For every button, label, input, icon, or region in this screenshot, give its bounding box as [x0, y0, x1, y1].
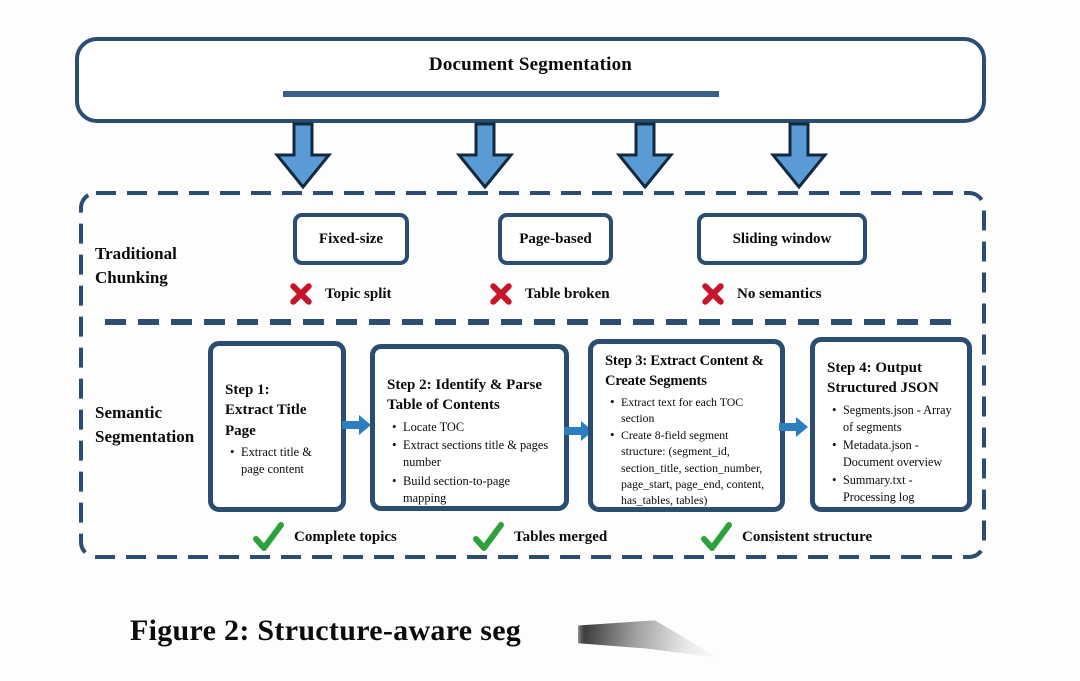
benefit-consistent-structure: Consistent structure: [700, 520, 872, 554]
red-x-icon: [290, 283, 312, 305]
bullet-item: Metadata.json - Document overview: [832, 436, 957, 471]
issue-topic-split: Topic split: [289, 280, 392, 308]
right-arrow-icon: [342, 415, 371, 435]
benefit-label: Tables merged: [514, 528, 608, 545]
method-box-page-based: Page-based: [498, 213, 613, 265]
method-box-fixed-size: Fixed-size: [293, 213, 409, 265]
semantic-segmentation-label: Semantic Segmentation: [95, 403, 195, 446]
bullet-item: Create 8-field segment structure: (segme…: [610, 426, 770, 507]
issue-label: No semantics: [737, 285, 822, 302]
step-box-2-identify-parse-toc: Step 2: Identify & Parse Table of Conten…: [370, 344, 569, 511]
down-arrow-icon: [456, 122, 514, 190]
right-arrow-icon: [779, 417, 808, 437]
bullet-item: Extract title & page content: [230, 443, 331, 479]
bullet-item: Extract sections title & pages number: [392, 436, 554, 472]
green-check-icon: [473, 522, 504, 551]
bullet-item: Extract text for each TOC section: [610, 393, 770, 426]
issue-label: Topic split: [325, 285, 392, 302]
step-box-4-output-structured-json: Step 4: Output Structured JSON Segments.…: [810, 337, 972, 512]
right-arrow-icon: [564, 421, 593, 441]
document-segmentation-header-box: Document Segmentation: [75, 37, 986, 123]
method-label: Fixed-size: [318, 230, 384, 247]
issue-no-semantics: No semantics: [701, 280, 822, 308]
green-check-icon: [253, 522, 284, 551]
bullet-item: Segments.json - Array of segments: [832, 400, 957, 436]
step-box-3-extract-content-create-segments: Step 3: Extract Content & Create Segment…: [588, 339, 785, 512]
issue-label: Table broken: [525, 285, 610, 302]
caption-smudge-blur: [578, 620, 718, 658]
title-underline-bar: [283, 91, 719, 97]
step-bullets: Extract title & page content: [225, 443, 331, 479]
row-divider-dashed-line: [105, 319, 955, 325]
benefit-label: Complete topics: [294, 528, 397, 545]
bullet-item: Build section-to-page mapping: [392, 472, 554, 506]
step-bullets: Locate TOC Extract sections title & page…: [387, 417, 554, 507]
dashed-container-border: [79, 191, 986, 559]
figure-caption: Figure 2: Structure-aware seg: [130, 614, 522, 647]
down-arrow-icon: [616, 122, 674, 190]
red-x-icon: [702, 283, 724, 305]
step-bullets: Extract text for each TOC section Create…: [605, 393, 770, 507]
step-title: Step 4: Output Structured JSON: [827, 360, 939, 397]
down-arrow-icon: [770, 122, 828, 190]
green-check-icon: [701, 522, 732, 551]
benefit-tables-merged: Tables merged: [472, 520, 607, 554]
diagram-title: Document Segmentation: [428, 54, 633, 75]
method-label: Page-based: [519, 230, 592, 247]
traditional-chunking-label: Traditional Chunking: [95, 244, 177, 287]
step-bullets: Segments.json - Array of segments Metada…: [827, 400, 957, 506]
down-arrow-icon: [274, 122, 332, 190]
method-box-sliding-window: Sliding window: [697, 213, 867, 265]
step-title: Step 2: Identify & Parse Table of Conten…: [387, 377, 542, 414]
step-title: Step 1: Extract Title Page: [225, 382, 307, 439]
benefit-label: Consistent structure: [742, 528, 873, 545]
issue-table-broken: Table broken: [489, 280, 610, 308]
red-x-icon: [490, 283, 512, 305]
bullet-item: Summary.txt - Processing log: [832, 471, 957, 506]
step-title: Step 3: Extract Content & Create Segment…: [605, 353, 764, 389]
benefit-complete-topics: Complete topics: [252, 520, 397, 554]
step-box-1-extract-title-page: Step 1: Extract Title Page Extract title…: [208, 341, 346, 512]
bullet-item: Locate TOC: [392, 417, 554, 436]
method-label: Sliding window: [732, 230, 832, 247]
